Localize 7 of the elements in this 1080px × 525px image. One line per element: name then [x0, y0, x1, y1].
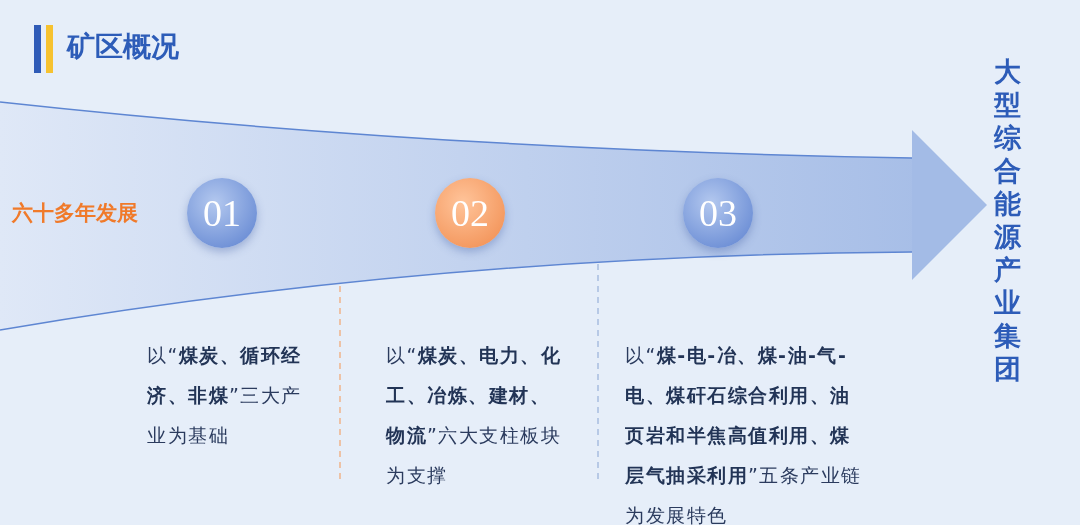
description-text: 以“煤-电-冶、煤-油-气-电、煤矸石综合利用、油页岩和半焦高值利用、煤层气抽采利用”五条产业链为发展特色 [625, 343, 863, 525]
description-text: 以“煤炭、电力、化工、冶炼、建材、物流”六大支柱板块为支撑 [386, 343, 563, 488]
title: 矿区概况 [67, 29, 179, 65]
goal-text: 大型综合能源产业集团 [990, 55, 1024, 385]
arrow [0, 102, 987, 330]
description-text: 以“煤炭、循环经济、非煤”三大产业为基础 [147, 343, 303, 448]
stage-label: 六十多年发展 [12, 199, 138, 227]
